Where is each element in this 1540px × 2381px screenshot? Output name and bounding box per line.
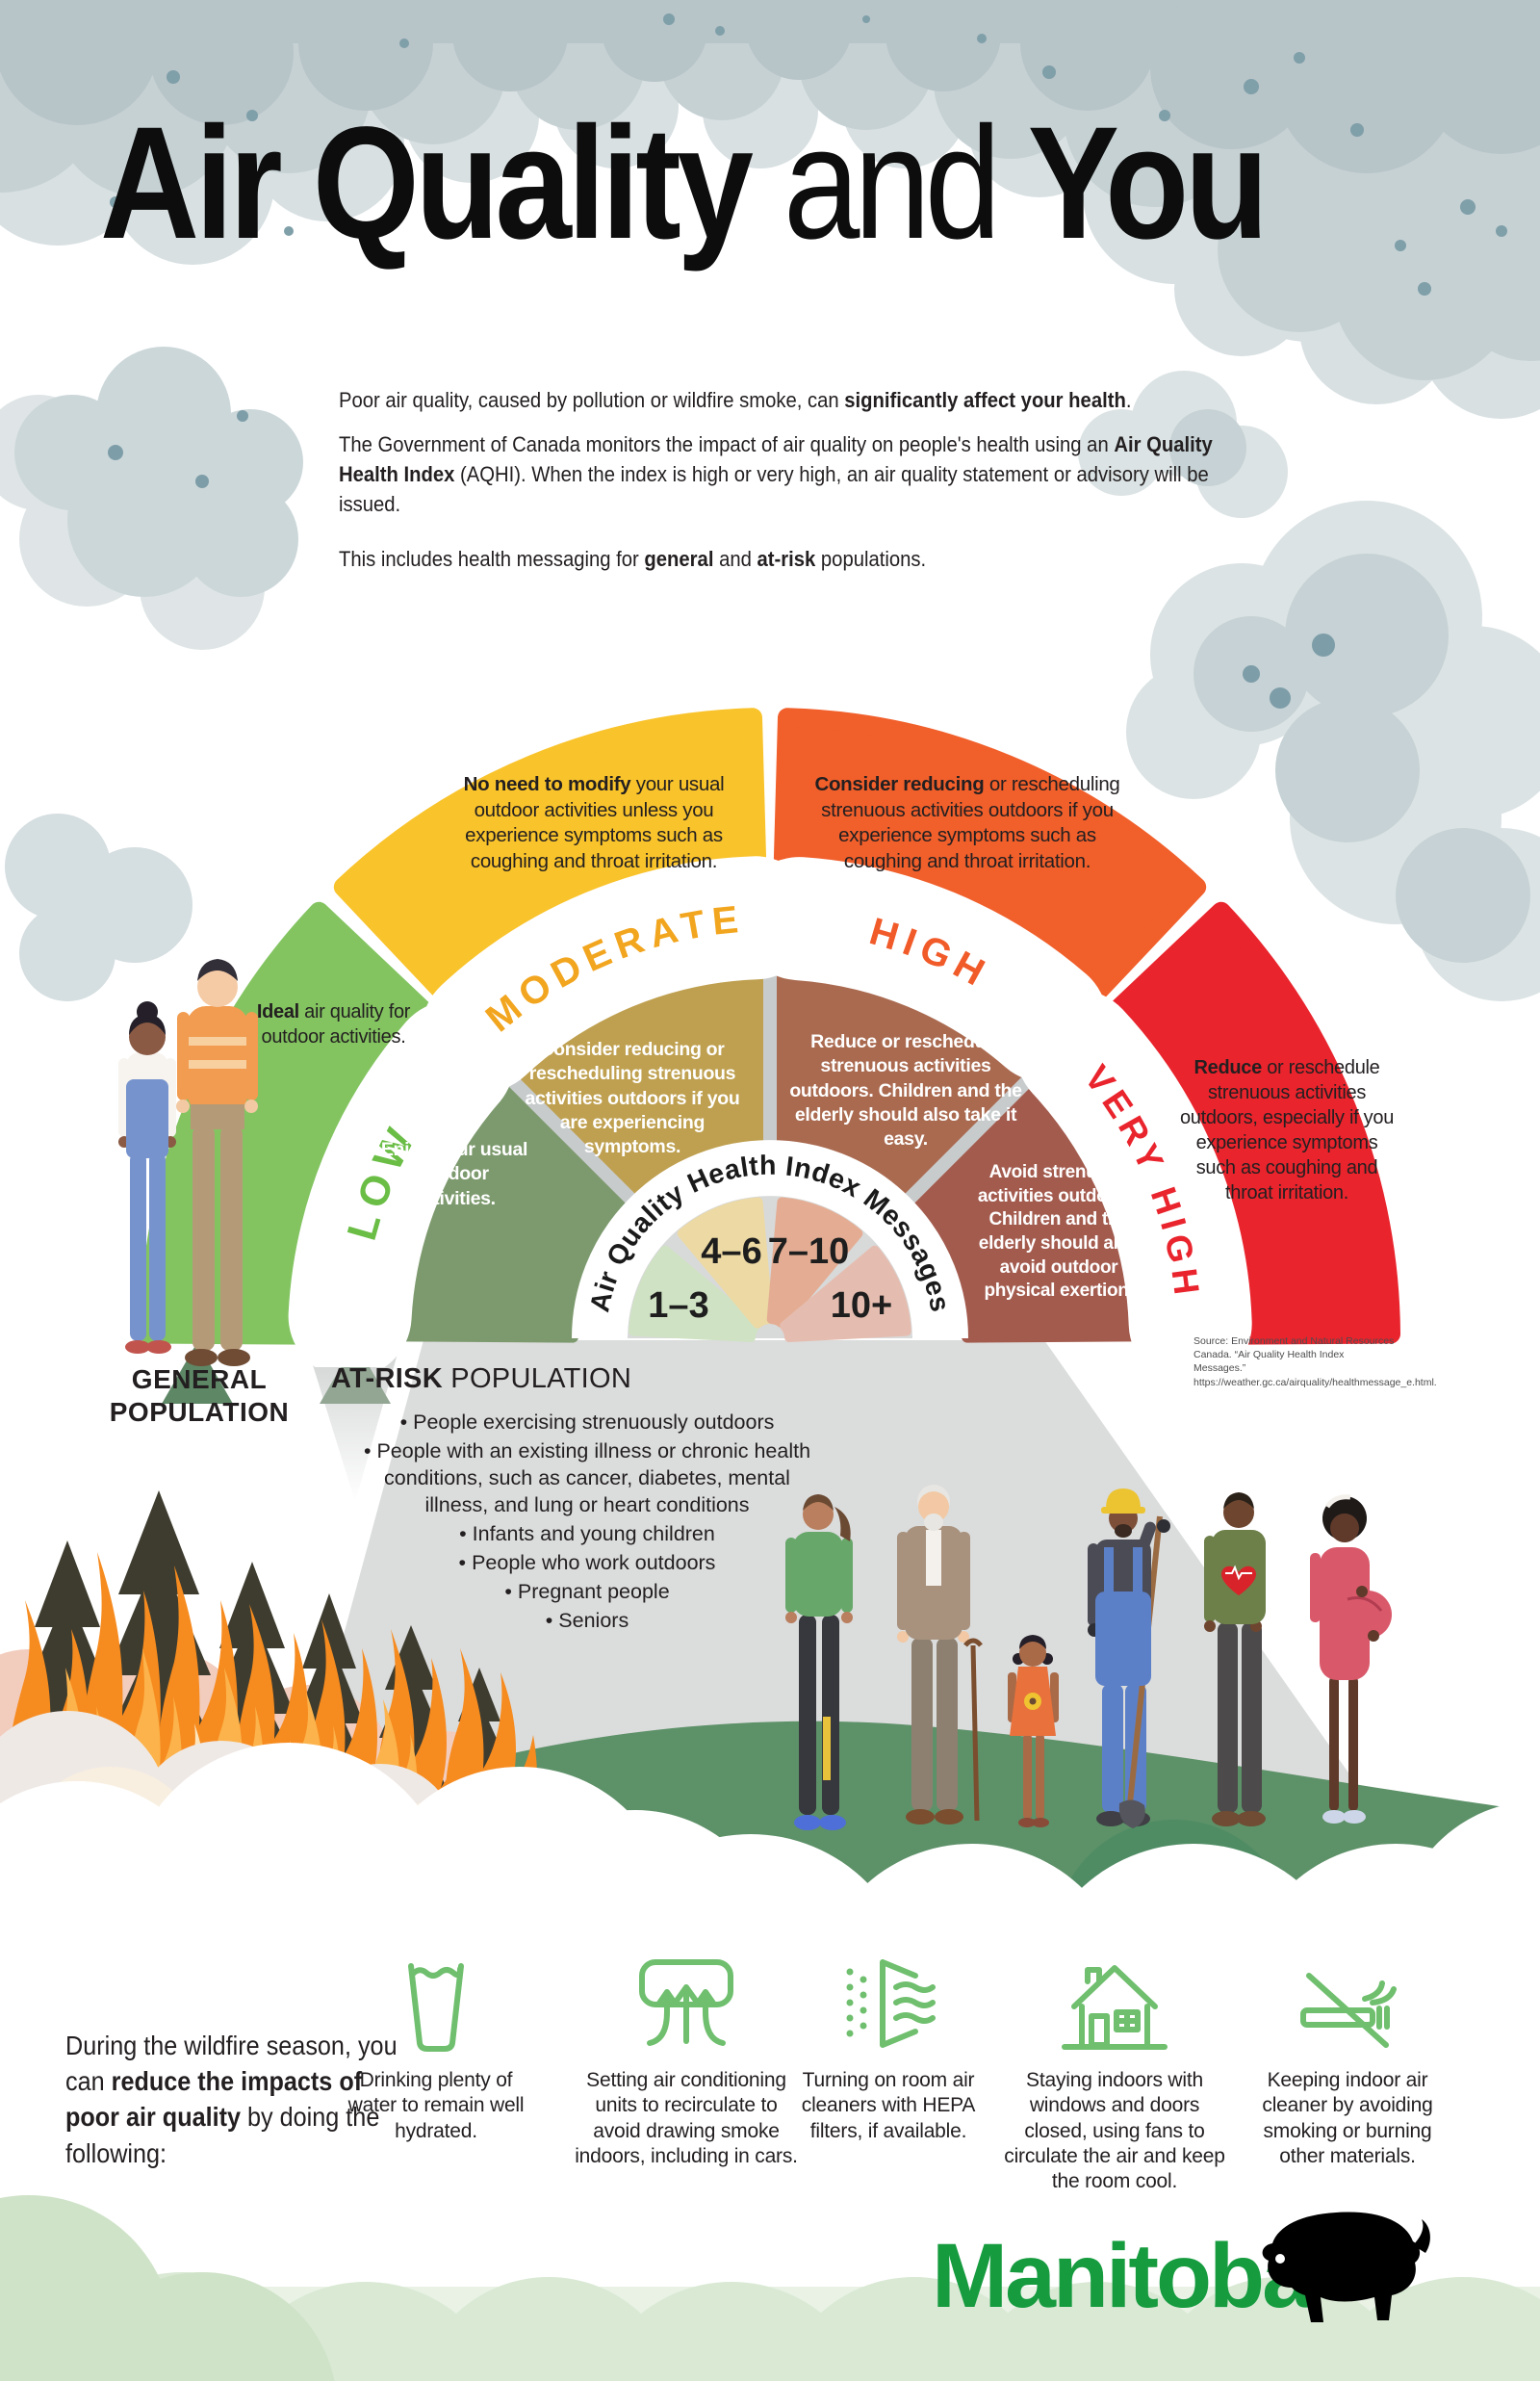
low-general-message: Ideal air quality for outdoor activities… — [256, 1001, 411, 1048]
at-risk-heading: AT-RISK POPULATION — [331, 1363, 632, 1394]
aqhi-gauge: LOW MODERATE HIGH VERY HIGH Air Quality … — [140, 708, 1400, 1367]
title-part-thin: and — [783, 94, 1001, 272]
level-pills — [288, 856, 1252, 1367]
tip-label: Drinking plenty of water to remain well … — [347, 2069, 525, 2142]
list-item: Seniors — [361, 1608, 813, 1635]
range-wedge-moderate — [677, 1197, 774, 1329]
man-figure — [176, 959, 258, 1366]
tip-label: Setting air conditioning units to recirc… — [575, 2069, 798, 2167]
range-high: 7–10 — [768, 1231, 850, 1272]
tip-air-conditioning: Setting air conditioning units to recirc… — [574, 1953, 799, 2169]
title-part-bold1: Air Quality — [100, 94, 754, 272]
smoke-puffs-right — [1078, 371, 1540, 1001]
low-atrisk-message: Enjoy your usual outdoor activities. — [380, 1139, 528, 1209]
center-band — [572, 1140, 968, 1339]
general-population-label: GENERAL POPULATION — [109, 1364, 290, 1427]
air-conditioner-icon — [639, 1959, 733, 2046]
list-item: People who work outdoors — [361, 1550, 813, 1577]
range-veryhigh: 10+ — [831, 1285, 892, 1326]
range-low: 1–3 — [648, 1285, 708, 1326]
intro-paragraph-3: This includes health messaging for gener… — [339, 547, 927, 572]
elderly-man-figure — [897, 1485, 983, 1825]
veryhigh-atrisk-message: Avoid strenuous activities outdoors. Chi… — [977, 1162, 1141, 1302]
moderate-atrisk-message: Consider reducing or rescheduling strenu… — [525, 1039, 740, 1158]
heart-condition-man-figure — [1204, 1492, 1266, 1826]
atrisk-arrow-icon — [320, 1342, 391, 1404]
range-wedge-low — [629, 1245, 760, 1342]
tip-stay-indoors: Staying indoors with windows and doors c… — [1001, 1953, 1228, 2194]
list-item: People exercising strenuously outdoors — [361, 1410, 813, 1436]
water-glass-icon — [408, 1963, 464, 2052]
woman-figure — [118, 1001, 176, 1354]
moderate-general-message: No need to modify your usual outdoor act… — [463, 773, 725, 872]
intro-paragraph-1: Poor air quality, caused by pollution or… — [339, 388, 1132, 412]
tip-label: Staying indoors with windows and doors c… — [1004, 2069, 1225, 2192]
smoke-puffs-left — [0, 347, 303, 1001]
top-cloud-band — [0, 0, 1540, 419]
bison-icon — [1262, 2212, 1430, 2322]
hepa-filter-icon — [846, 1959, 936, 2048]
high-atrisk-message: Reduce or reschedule strenuous activitie… — [789, 1031, 1022, 1151]
at-risk-group — [785, 1485, 1392, 1830]
tips-intro: During the wildfire season, you can redu… — [65, 2031, 398, 2168]
tip-hydration: Drinking plenty of water to remain well … — [346, 1953, 526, 2144]
page-title: Air Quality and You — [100, 92, 1269, 275]
intro-copy: Poor air quality, caused by pollution or… — [339, 385, 1344, 588]
range-moderate: 4–6 — [701, 1231, 761, 1272]
tip-no-smoking: Keeping indoor air cleaner by avoiding s… — [1247, 1953, 1448, 2169]
list-item: Infants and young children — [361, 1521, 813, 1548]
house-icon — [1062, 1965, 1168, 2050]
range-wedge-veryhigh — [780, 1245, 911, 1342]
range-wedge-high — [766, 1197, 863, 1329]
cloud-dots — [110, 13, 1507, 296]
at-risk-list: People exercising strenuously outdoors P… — [308, 1408, 866, 1637]
outdoor-worker-figure — [1088, 1488, 1170, 1828]
title-part-bold2: You — [1027, 94, 1269, 272]
intro-paragraph-2: The Government of Canada monitors the im… — [339, 432, 1213, 517]
high-general-message: Consider reducing or rescheduling strenu… — [814, 773, 1120, 872]
manitoba-wordmark: Manitoba — [932, 2225, 1313, 2327]
veryhigh-general-message: Reduce or reschedule strenuous activitie… — [1179, 1057, 1395, 1203]
list-item: Pregnant people — [361, 1579, 813, 1606]
tip-label: Turning on room air cleaners with HEPA f… — [801, 2069, 976, 2142]
no-smoking-icon — [1300, 1973, 1397, 2048]
tip-hepa-cleaner: Turning on room air cleaners with HEPA f… — [789, 1953, 988, 2144]
pregnant-woman-figure — [1310, 1494, 1392, 1824]
general-population-couple — [118, 959, 258, 1366]
tip-label: Keeping indoor air cleaner by avoiding s… — [1262, 2069, 1433, 2167]
source-citation: Source: Environment and Natural Resource… — [1194, 1335, 1437, 1388]
bottom-cloud-section — [0, 1743, 1540, 2381]
young-girl-figure — [1008, 1635, 1059, 1827]
list-item: People with an existing illness or chron… — [361, 1438, 813, 1519]
general-arrow-icon — [162, 1342, 233, 1404]
